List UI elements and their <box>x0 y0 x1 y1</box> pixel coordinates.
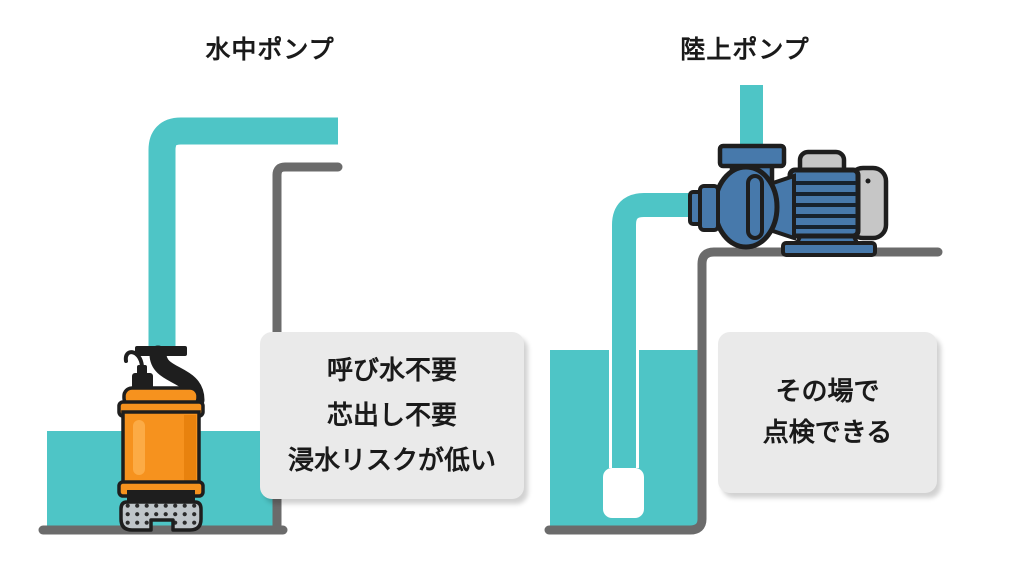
pump-cable <box>123 350 144 368</box>
left-panel-title: 水中ポンプ <box>205 35 335 64</box>
end-cap-bolt <box>865 178 871 184</box>
cable-gland-top <box>137 365 147 375</box>
left-discharge-pipe <box>148 117 338 352</box>
discharge-flange <box>717 143 787 169</box>
right-suction-pipe <box>612 193 726 470</box>
benefit-line: 芯出し不要 <box>326 400 457 431</box>
volute-detail <box>746 174 764 240</box>
benefit-line: その場で <box>775 377 880 407</box>
pump-body-shade <box>184 415 196 483</box>
left-benefits-box: 呼び水不要 芯出し不要 浸水リスクが低い <box>260 332 524 499</box>
benefit-line: 呼び水不要 <box>326 355 457 386</box>
motor-fins <box>792 181 856 229</box>
right-panel-title: 陸上ポンプ <box>680 35 810 64</box>
left-pit-wall <box>272 162 343 532</box>
right-illustration <box>544 85 943 535</box>
pump-body-highlight <box>133 420 145 475</box>
motor-base <box>781 241 877 257</box>
foot-valve <box>603 468 644 518</box>
pump-strainer <box>119 500 203 532</box>
left-illustration <box>38 117 343 535</box>
surface-pump-illustration <box>688 143 889 257</box>
pump-collar <box>127 490 195 503</box>
right-discharge-pipe <box>740 85 763 160</box>
benefit-line: 点検できる <box>762 418 893 448</box>
right-ground-and-pit <box>544 247 943 535</box>
benefit-line: 浸水リスクが低い <box>287 445 496 476</box>
right-benefits-box: その場で 点検できる <box>718 332 937 493</box>
submersible-pump-illustration <box>117 345 205 532</box>
suction-flange <box>698 184 720 232</box>
